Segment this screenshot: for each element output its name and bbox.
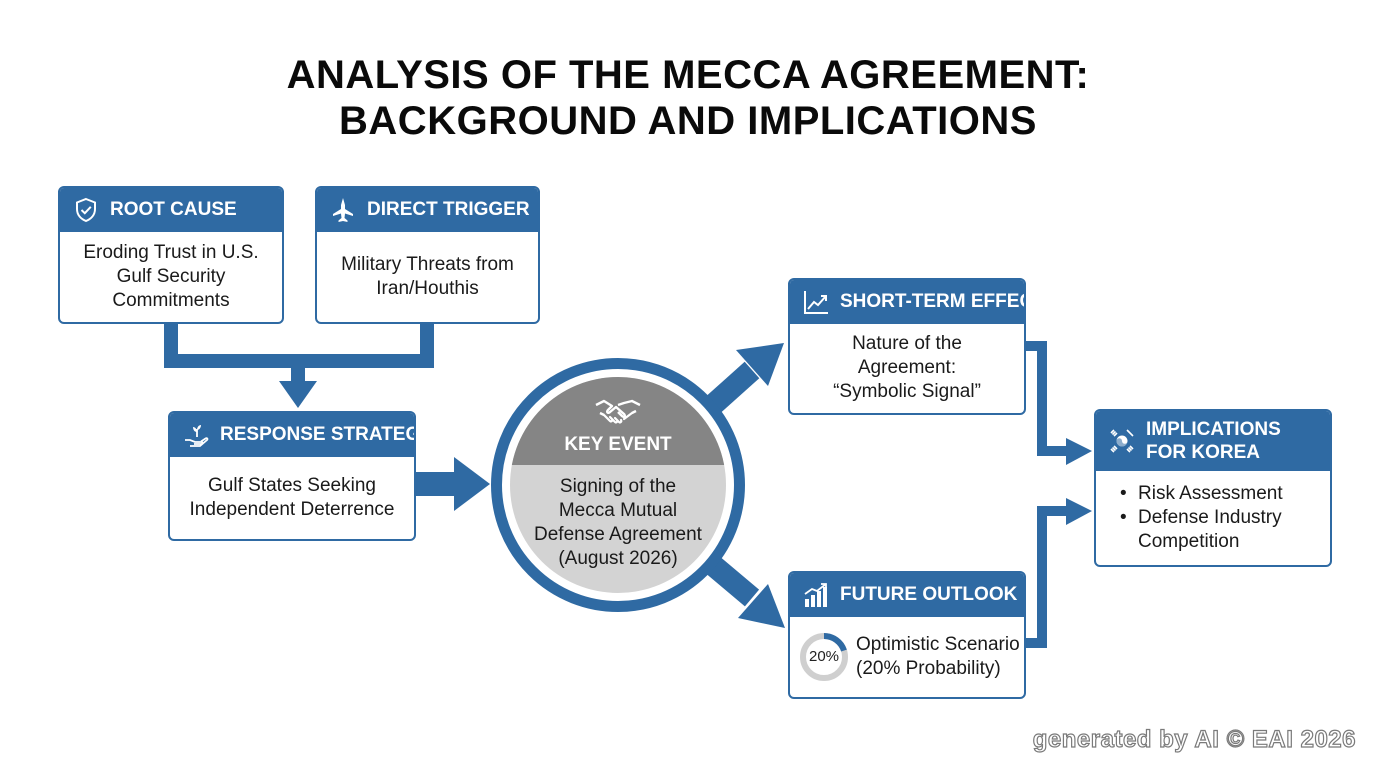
arrowhead-to-outlook (738, 584, 785, 628)
shield-check-icon (76, 197, 96, 223)
short-term-line: “Symbolic Signal” (833, 381, 981, 402)
hand-plant-icon (185, 425, 209, 447)
watermark: generated by AI © EAI 2026 (1032, 725, 1356, 753)
root-cause-header: ROOT CAUSE (60, 188, 282, 232)
short-term-effect-label: SHORT-TERM EFFECT (840, 291, 1026, 312)
key-event-line: Signing of the (559, 476, 677, 497)
arrowhead-to-response (279, 381, 317, 408)
key-event-line: (August 2026) (558, 548, 678, 569)
list-item-text: Defense Industry (1138, 506, 1282, 528)
direct-trigger-header: DIRECT TRIGGER (317, 188, 538, 232)
implications-korea-text: Risk Assessment Defense IndustryCompetit… (1096, 471, 1330, 564)
arrowhead-to-short (736, 343, 784, 386)
future-outlook-box: FUTURE OUTLOOK 20% Optimistic Scenario (… (788, 571, 1026, 699)
future-outlook-header: FUTURE OUTLOOK (790, 573, 1024, 617)
fighter-jet-icon (333, 198, 353, 222)
key-event-circle: KEY EVENT Signing of the Mecca Mutual De… (491, 358, 745, 612)
direct-trigger-box: DIRECT TRIGGER Military Threats from Ira… (315, 186, 540, 324)
connector-outlook-to-korea (1026, 506, 1068, 648)
arrowhead-outlook-to-korea (1066, 498, 1092, 525)
root-cause-line: Commitments (112, 289, 230, 311)
arrowhead-short-to-korea (1066, 438, 1092, 465)
connector-root-to-merge (164, 324, 301, 368)
future-outlook-content: 20% Optimistic Scenario (20% Probability… (790, 617, 1024, 696)
title-line-2: BACKGROUND AND IMPLICATIONS (339, 99, 1037, 143)
implications-korea-box: IMPLICATIONS FOR KOREA Risk Assessment D… (1094, 409, 1332, 567)
future-outlook-line: Optimistic Scenario (856, 633, 1020, 655)
implications-korea-label-line: FOR KOREA (1146, 442, 1260, 463)
root-cause-label: ROOT CAUSE (110, 199, 237, 220)
future-outlook-label: FUTURE OUTLOOK (840, 584, 1018, 605)
root-cause-text: Eroding Trust in U.S. Gulf Security Comm… (60, 232, 282, 321)
root-cause-line: Eroding Trust in U.S. (83, 241, 259, 263)
title-line-1: ANALYSIS OF THE MECCA AGREEMENT: (286, 53, 1090, 97)
short-term-line: Nature of the (852, 333, 962, 354)
implications-korea-header: IMPLICATIONS FOR KOREA (1096, 411, 1330, 471)
probability-donut: 20% (798, 631, 850, 683)
connector-response-to-event (416, 472, 456, 496)
response-strategy-line: Independent Deterrence (189, 498, 395, 520)
key-event-label: KEY EVENT (564, 434, 672, 455)
implications-korea-label-line: IMPLICATIONS (1146, 419, 1281, 440)
root-cause-line: Gulf Security (116, 265, 226, 287)
direct-trigger-line: Iran/Houthis (376, 277, 479, 299)
short-term-effect-text: Nature of the Agreement: “Symbolic Signa… (790, 324, 1024, 412)
implications-korea-label: IMPLICATIONS FOR KOREA (1146, 418, 1281, 464)
connector-trigger-to-merge (294, 324, 434, 368)
key-event-inner: KEY EVENT Signing of the Mecca Mutual De… (510, 377, 726, 593)
response-strategy-label: RESPONSE STRATEGY (220, 424, 416, 445)
short-term-effect-header: SHORT-TERM EFFECT (790, 280, 1024, 324)
root-cause-box: ROOT CAUSE Eroding Trust in U.S. Gulf Se… (58, 186, 284, 324)
response-strategy-box: RESPONSE STRATEGY Gulf States Seeking In… (168, 411, 416, 541)
key-event-line: Defense Agreement (534, 524, 702, 545)
short-term-line: Agreement: (857, 357, 957, 378)
korea-flag-icon (1110, 429, 1134, 453)
future-outlook-text: Optimistic Scenario (20% Probability) (856, 633, 1020, 681)
list-item: Risk Assessment (1118, 482, 1283, 506)
implications-list: Risk Assessment Defense IndustryCompetit… (1118, 482, 1283, 554)
direct-trigger-text: Military Threats from Iran/Houthis (317, 232, 538, 321)
direct-trigger-label: DIRECT TRIGGER (367, 199, 530, 220)
response-strategy-header: RESPONSE STRATEGY (170, 413, 414, 457)
future-outlook-line: (20% Probability) (856, 657, 1001, 679)
connector-short-to-korea (1026, 341, 1068, 456)
page-title: ANALYSIS OF THE MECCA AGREEMENT: BACKGRO… (0, 52, 1376, 144)
list-item-continuation: Competition (1138, 530, 1240, 552)
key-event-header: KEY EVENT (510, 377, 726, 465)
key-event-line: Mecca Mutual (558, 500, 678, 521)
handshake-icon (595, 399, 641, 424)
short-term-effect-box: SHORT-TERM EFFECT Nature of the Agreemen… (788, 278, 1026, 415)
connector-event-to-outlook (706, 557, 760, 607)
arrowhead-to-event (454, 457, 490, 511)
response-strategy-text: Gulf States Seeking Independent Deterren… (170, 457, 414, 538)
probability-donut-label: 20% (808, 647, 840, 665)
key-event-text: Signing of the Mecca Mutual Defense Agre… (510, 475, 726, 571)
direct-trigger-line: Military Threats from (341, 253, 514, 275)
bar-chart-growth-icon (804, 583, 827, 607)
trend-line-icon (804, 291, 828, 314)
response-strategy-line: Gulf States Seeking (208, 474, 376, 496)
